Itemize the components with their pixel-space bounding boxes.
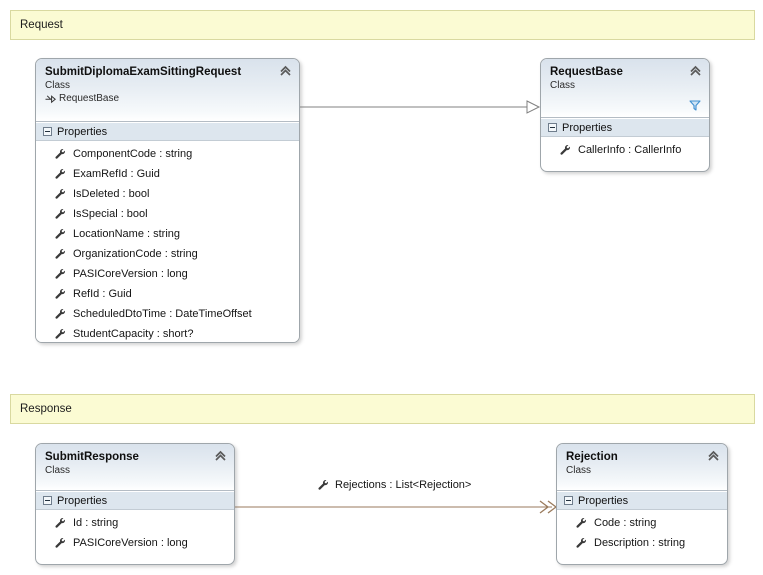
chevron-up-icon[interactable] — [707, 450, 720, 462]
class-name: RequestBase — [550, 66, 623, 78]
property-row[interactable]: IsDeleted : bool — [36, 184, 299, 204]
property-label: PASICoreVersion : long — [73, 268, 188, 280]
properties-list: Id : string PASICoreVersion : long — [36, 510, 234, 558]
class-header: Rejection Class — [557, 444, 727, 491]
chevron-up-icon[interactable] — [689, 65, 702, 77]
properties-compartment-label: Properties — [57, 494, 108, 507]
property-label: CallerInfo : CallerInfo — [578, 144, 682, 156]
response-lane[interactable]: Response — [10, 394, 755, 424]
property-label: OrganizationCode : string — [73, 248, 198, 260]
property-label: Description : string — [594, 537, 686, 549]
class-header: SubmitResponse Class — [36, 444, 234, 491]
property-row[interactable]: RefId : Guid — [36, 284, 299, 304]
properties-compartment-label: Properties — [57, 125, 108, 138]
wrench-icon — [576, 538, 587, 548]
class-name: SubmitResponse — [45, 451, 139, 463]
property-label: ScheduledDtoTime : DateTimeOffset — [73, 308, 252, 320]
class-name: Rejection — [566, 451, 618, 463]
property-row[interactable]: Id : string — [36, 513, 234, 533]
property-row[interactable]: IsSpecial : bool — [36, 204, 299, 224]
property-row[interactable]: Code : string — [557, 513, 727, 533]
wrench-icon — [55, 149, 66, 159]
property-label: LocationName : string — [73, 228, 180, 240]
wrench-icon — [55, 249, 66, 259]
request-lane[interactable]: Request — [10, 10, 755, 40]
property-label: IsDeleted : bool — [73, 188, 150, 200]
property-row[interactable]: ScheduledDtoTime : DateTimeOffset — [36, 304, 299, 324]
inheritance-connector[interactable] — [300, 100, 541, 114]
wrench-icon — [576, 518, 587, 528]
class-base-type-label: RequestBase — [59, 93, 120, 104]
class-box-submit-response[interactable]: SubmitResponse Class Properties Id : str… — [35, 443, 235, 565]
class-header: SubmitDiplomaExamSittingRequest Class Re… — [36, 59, 299, 122]
class-stereotype: Class — [550, 80, 576, 91]
collapse-expander-icon[interactable] — [564, 496, 573, 505]
request-lane-label: Request — [20, 19, 63, 31]
response-lane-label: Response — [20, 403, 72, 415]
property-label: RefId : Guid — [73, 288, 132, 300]
wrench-icon — [55, 209, 66, 219]
property-label: IsSpecial : bool — [73, 208, 148, 220]
chevron-up-icon[interactable] — [214, 450, 227, 462]
wrench-icon — [55, 538, 66, 548]
property-label: PASICoreVersion : long — [73, 537, 188, 549]
class-stereotype: Class — [45, 465, 71, 476]
properties-list: Code : string Description : string — [557, 510, 727, 558]
property-row[interactable]: OrganizationCode : string — [36, 244, 299, 264]
wrench-icon — [55, 518, 66, 528]
collapse-expander-icon[interactable] — [43, 496, 52, 505]
association-label: Rejections : List<Rejection> — [317, 479, 471, 491]
inheritance-arrow-icon — [45, 95, 56, 104]
properties-compartment-header[interactable]: Properties — [36, 122, 299, 141]
wrench-icon — [560, 145, 571, 155]
wrench-icon — [55, 309, 66, 319]
properties-list: CallerInfo : CallerInfo — [541, 137, 709, 165]
wrench-icon — [318, 480, 329, 490]
filter-icon[interactable] — [689, 99, 701, 111]
wrench-icon — [55, 189, 66, 199]
class-box-request-base[interactable]: RequestBase Class Properties CallerInfo … — [540, 58, 710, 172]
wrench-icon — [55, 329, 66, 339]
wrench-icon — [55, 229, 66, 239]
property-row[interactable]: PASICoreVersion : long — [36, 533, 234, 553]
property-label: ExamRefId : Guid — [73, 168, 160, 180]
chevron-up-icon[interactable] — [279, 65, 292, 77]
property-row[interactable]: CallerInfo : CallerInfo — [541, 140, 709, 160]
property-label: ComponentCode : string — [73, 148, 193, 160]
class-name: SubmitDiplomaExamSittingRequest — [45, 66, 242, 78]
property-label: Id : string — [73, 517, 119, 529]
class-header: RequestBase Class — [541, 59, 709, 118]
collapse-expander-icon[interactable] — [548, 123, 557, 132]
property-row[interactable]: LocationName : string — [36, 224, 299, 244]
association-label-text: Rejections : List<Rejection> — [335, 479, 472, 491]
property-row[interactable]: ComponentCode : string — [36, 144, 299, 164]
property-row[interactable]: ExamRefId : Guid — [36, 164, 299, 184]
properties-compartment-header[interactable]: Properties — [541, 118, 709, 137]
wrench-icon — [55, 289, 66, 299]
class-base-type: RequestBase — [45, 92, 291, 106]
wrench-icon — [55, 269, 66, 279]
association-connector[interactable] — [235, 500, 558, 514]
property-row[interactable]: PASICoreVersion : long — [36, 264, 299, 284]
properties-compartment-label: Properties — [562, 121, 613, 134]
properties-compartment-header[interactable]: Properties — [36, 491, 234, 510]
property-label: Code : string — [594, 517, 657, 529]
wrench-icon — [55, 169, 66, 179]
properties-list: ComponentCode : string ExamRefId : Guid … — [36, 141, 299, 342]
properties-compartment-label: Properties — [578, 494, 629, 507]
property-label: StudentCapacity : short? — [73, 328, 194, 340]
collapse-expander-icon[interactable] — [43, 127, 52, 136]
class-box-rejection[interactable]: Rejection Class Properties Code : string… — [556, 443, 728, 565]
class-stereotype: Class — [45, 80, 71, 91]
properties-compartment-header[interactable]: Properties — [557, 491, 727, 510]
property-row[interactable]: StudentCapacity : short? — [36, 324, 299, 342]
property-row[interactable]: Description : string — [557, 533, 727, 553]
class-stereotype: Class — [566, 465, 592, 476]
class-box-submit-diploma-exam-sitting-request[interactable]: SubmitDiplomaExamSittingRequest Class Re… — [35, 58, 300, 343]
